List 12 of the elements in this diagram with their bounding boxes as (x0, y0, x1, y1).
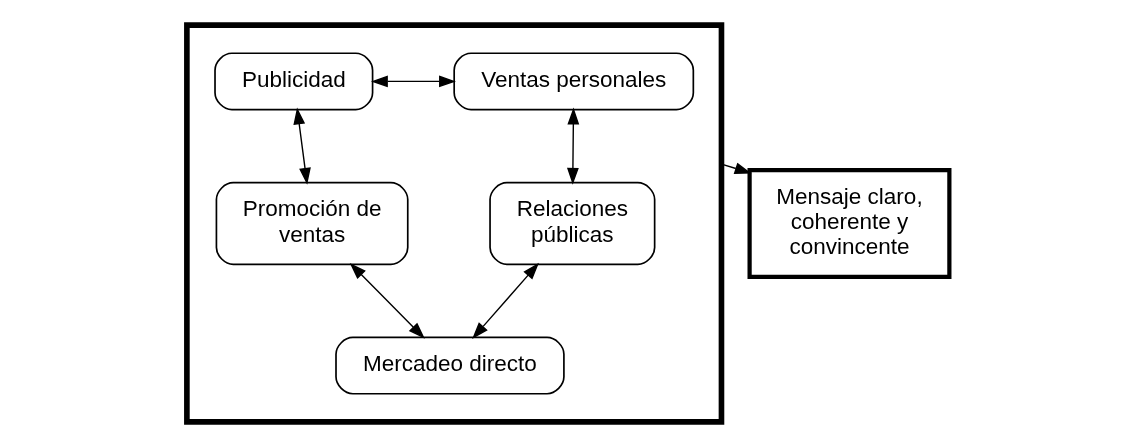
arrow (472, 262, 539, 339)
node-box: Ventas personales (453, 52, 695, 111)
node-box: Promoción de ventas (215, 181, 409, 266)
node-box: Mensaje claro, coherente y convincente (747, 167, 952, 280)
arrow (349, 262, 425, 339)
node-box: Mercadeo directo (335, 336, 565, 395)
node-box: Publicidad (214, 52, 374, 111)
arrow (566, 107, 580, 185)
node-box: Relaciones públicas (489, 181, 656, 266)
cluster (184, 22, 725, 425)
arrow (370, 75, 456, 88)
arrow (293, 107, 311, 185)
